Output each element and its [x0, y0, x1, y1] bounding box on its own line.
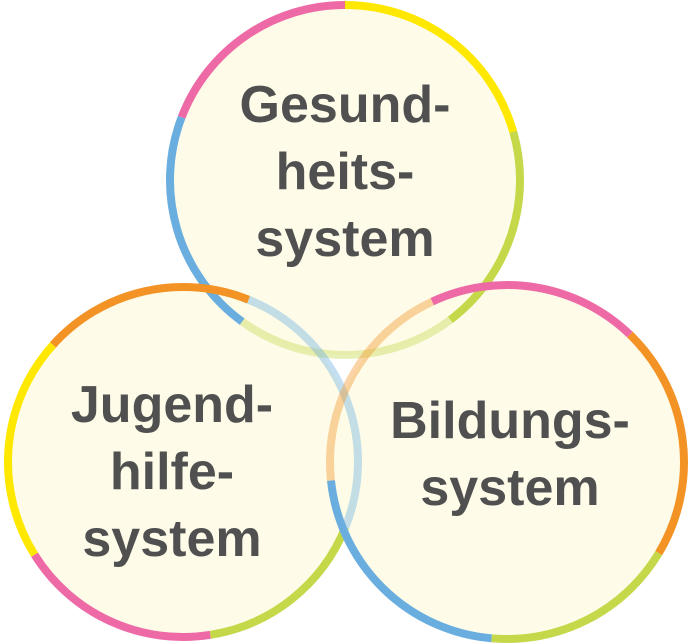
ring-segment-green	[209, 526, 349, 639]
label-line: system	[82, 510, 262, 568]
ring-segment-orange	[627, 331, 688, 556]
label-line: heits-	[275, 143, 415, 201]
ring-segment-yellow	[4, 342, 56, 557]
ring-segment-blue	[326, 480, 492, 643]
ring-segment-green	[239, 316, 453, 359]
ring-segment-blue	[166, 115, 245, 325]
ring-segment-pink	[177, 1, 346, 119]
label-jugendhilfesystem: Jugend- hilfe- system	[71, 372, 273, 573]
label-line: Bildungs-	[390, 392, 630, 450]
label-bildungssystem: Bildungs- system	[390, 388, 630, 522]
circle-jugendhilfesystem	[8, 287, 358, 637]
label-line: system	[420, 459, 600, 517]
ring-segment-pink	[31, 552, 211, 641]
ring-segment-yellow	[344, 1, 518, 133]
label-line: Jugend-	[70, 376, 274, 434]
circle-gesundheitssystem	[170, 5, 520, 355]
circle-bildungssystem	[330, 285, 684, 639]
ring-segment-green	[447, 130, 524, 323]
ring-segment-orange	[49, 283, 251, 348]
ring-segment-pink	[430, 281, 633, 338]
label-line: hilfe-	[109, 443, 235, 501]
label-line: Gesund-	[239, 76, 451, 134]
label-gesundheitssystem: Gesund- heits- system	[240, 72, 451, 273]
ring-segment-orange	[326, 297, 434, 481]
ring-segment-green	[491, 551, 663, 643]
label-line: system	[255, 210, 435, 268]
ring-segment-blue	[247, 296, 362, 530]
